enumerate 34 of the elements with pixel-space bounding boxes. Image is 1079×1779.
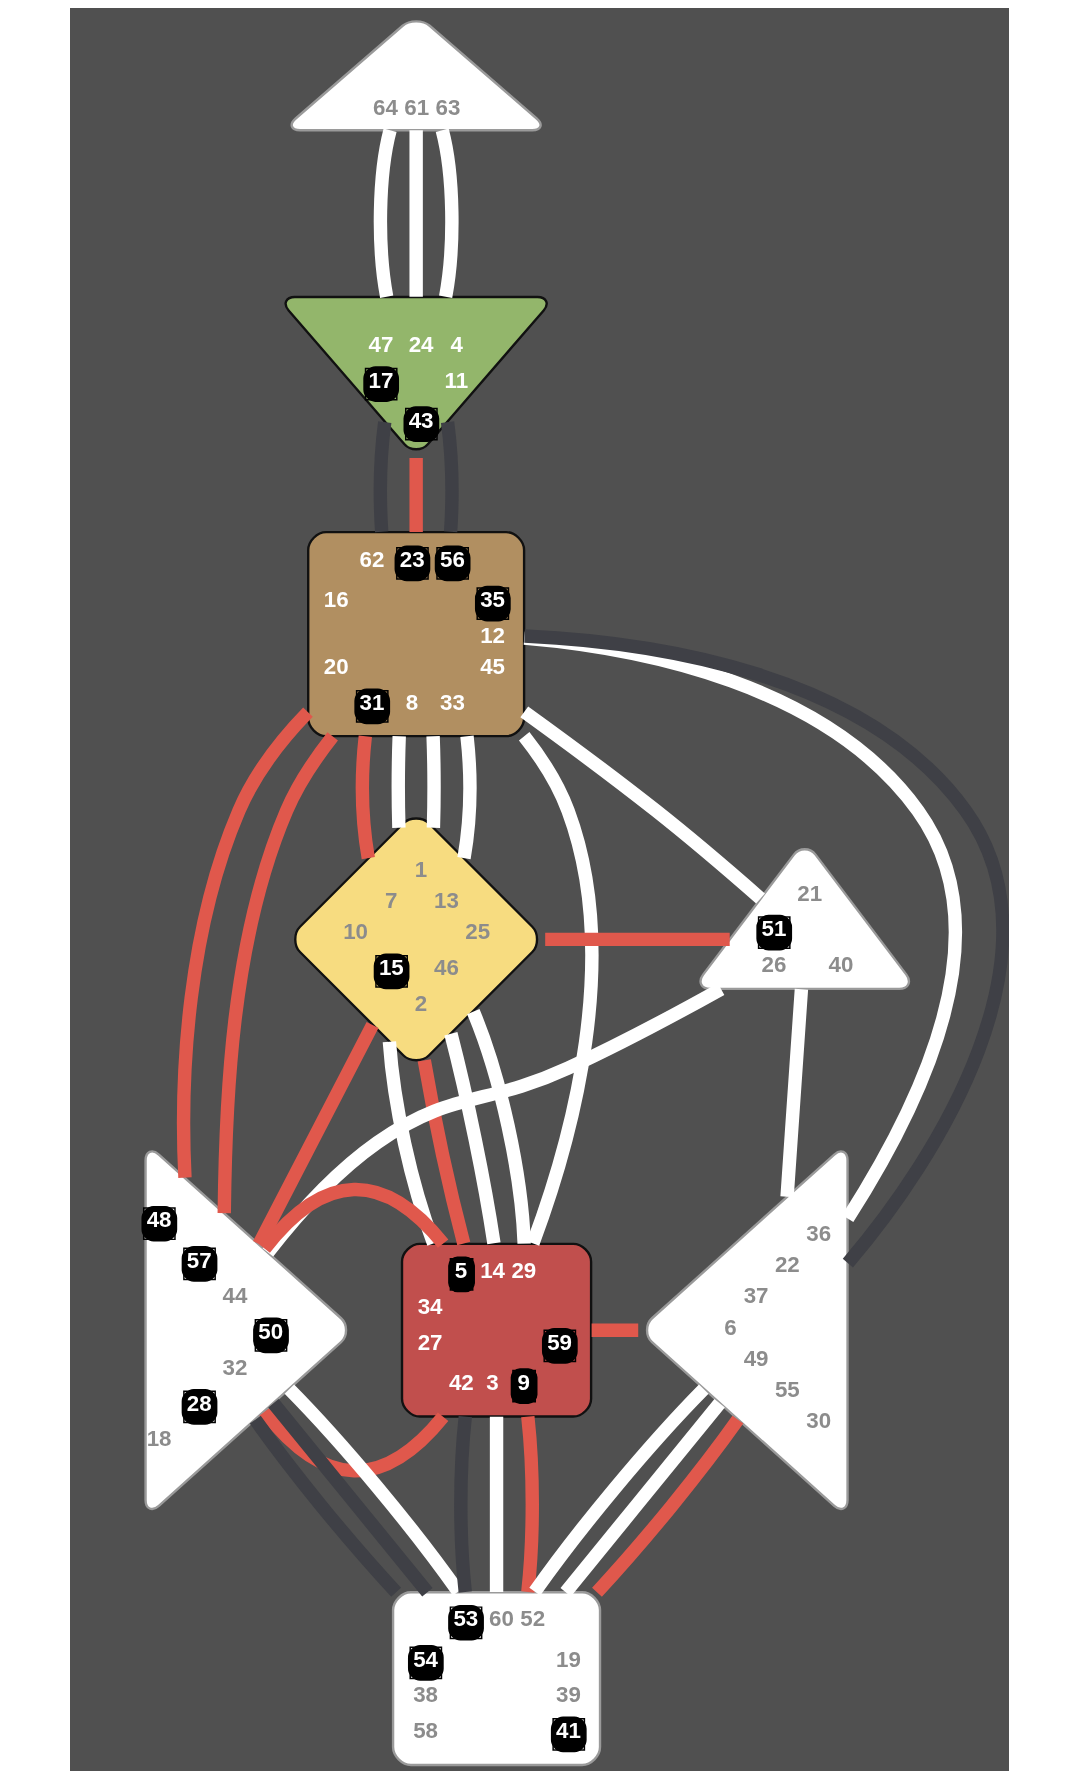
connector xyxy=(259,1182,449,1253)
connector xyxy=(545,932,730,947)
connector xyxy=(520,706,765,904)
connector xyxy=(454,1415,472,1593)
connector xyxy=(391,736,406,828)
node-box: 5 14 29 34 27 59 42 3 9 xyxy=(400,1242,593,1418)
connector xyxy=(417,1059,471,1246)
connector xyxy=(373,421,392,533)
connector xyxy=(467,1009,531,1244)
connector xyxy=(373,128,397,298)
node-box: 62 23 56 16 35 12 20 45 31 8 33 xyxy=(307,531,526,738)
connector xyxy=(524,629,1009,1268)
connector xyxy=(560,1399,725,1597)
connector xyxy=(355,735,375,860)
connector xyxy=(529,1384,709,1596)
connector xyxy=(440,421,459,533)
connector xyxy=(592,1415,744,1597)
connector xyxy=(217,732,338,1214)
connector xyxy=(521,1415,539,1593)
connector xyxy=(268,1399,433,1597)
connector xyxy=(176,707,313,1178)
connector xyxy=(457,735,477,860)
connector xyxy=(249,1415,402,1597)
connector xyxy=(489,1416,504,1592)
connector xyxy=(435,128,459,298)
connector xyxy=(426,736,441,828)
connector xyxy=(780,988,809,1198)
connector xyxy=(409,458,423,532)
connector xyxy=(444,1032,501,1245)
connector xyxy=(518,732,599,1246)
connector xyxy=(259,1407,449,1478)
connector xyxy=(409,130,423,297)
connector xyxy=(591,1323,639,1337)
node-box: 53 60 52 54 19 38 39 58 41 xyxy=(391,1591,602,1767)
